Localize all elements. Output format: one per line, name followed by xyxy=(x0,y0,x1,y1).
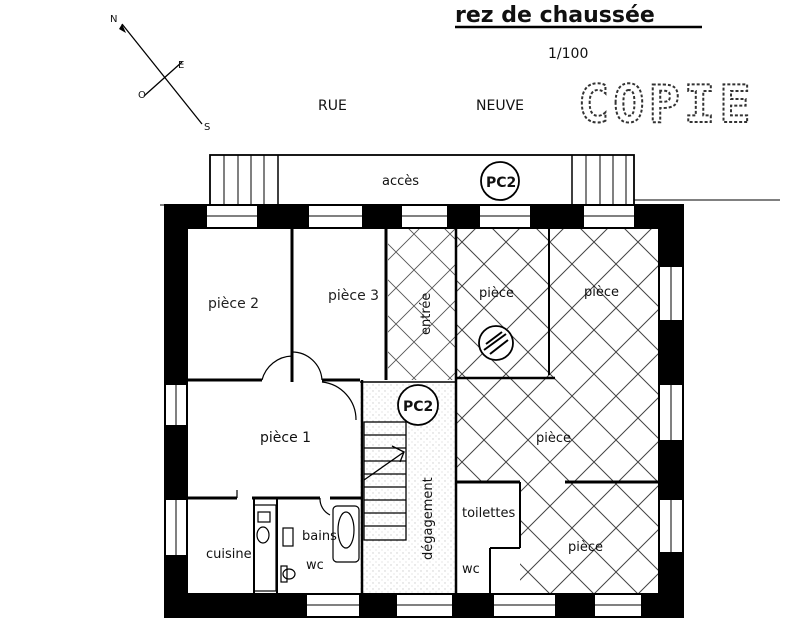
copie-stamp: COPIE xyxy=(578,75,755,135)
label-piece-center: pièce xyxy=(536,431,571,446)
label-bains: bains xyxy=(302,529,337,544)
access-terrace xyxy=(160,154,780,206)
label-wc-left: wc xyxy=(306,558,324,573)
label-entree: entrée xyxy=(419,293,434,335)
pc2-marker-top: PC2 xyxy=(480,161,520,201)
compass-rose: N E S O xyxy=(110,14,210,133)
label-cuisine: cuisine xyxy=(206,547,252,562)
staircase xyxy=(363,421,407,541)
pc2-marker-middle: PC2 xyxy=(397,384,439,426)
hatched-floor-bottom-right xyxy=(520,482,659,594)
chimney-symbol xyxy=(478,325,514,361)
label-piece-top-right: pièce xyxy=(584,285,619,300)
label-acces: accès xyxy=(382,174,419,189)
pc2-top-label: PC2 xyxy=(486,175,516,191)
compass-s: S xyxy=(204,122,210,133)
compass-o: O xyxy=(138,90,146,101)
kitchen-counter xyxy=(253,504,277,592)
steps-left xyxy=(223,155,265,205)
label-piece-bottom-right: pièce xyxy=(568,540,603,555)
compass-e: E xyxy=(178,60,184,71)
pc2-middle-label: PC2 xyxy=(403,399,433,415)
exterior-walls xyxy=(164,204,684,618)
scale-label: 1/100 xyxy=(548,46,588,62)
steps-right xyxy=(585,155,627,205)
street-word-neuve: NEUVE xyxy=(476,98,524,114)
label-toilettes: toilettes xyxy=(462,506,515,521)
toilet-fixture xyxy=(280,527,296,583)
label-piece-3: pièce 3 xyxy=(328,288,379,304)
plan-title: rez de chaussée xyxy=(455,3,655,28)
interior-walls xyxy=(187,228,659,594)
label-piece-top-mid: pièce xyxy=(479,286,514,301)
bathtub xyxy=(332,505,360,563)
street-word-rue: RUE xyxy=(318,98,347,114)
compass-n: N xyxy=(110,14,117,25)
entree-floor xyxy=(388,228,456,380)
label-wc-right: wc xyxy=(462,562,480,577)
door-swings xyxy=(236,351,357,516)
label-piece-1: pièce 1 xyxy=(260,430,311,446)
label-degagement: dégagement xyxy=(421,477,436,560)
label-piece-2: pièce 2 xyxy=(208,296,259,312)
